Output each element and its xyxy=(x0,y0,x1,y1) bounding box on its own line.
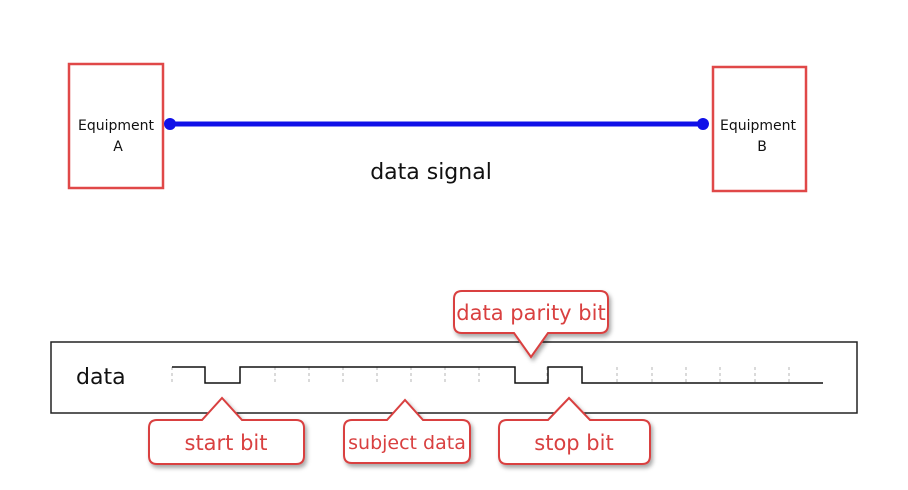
equipment-b-label-line1: Equipment xyxy=(720,118,797,134)
callout-parity-bit-label: data parity bit xyxy=(456,301,605,325)
timing-data-label: data xyxy=(76,365,126,390)
equipment-a-box xyxy=(67,62,165,190)
equipment-b-label-line2: B xyxy=(757,139,767,155)
equipment-b-box xyxy=(711,65,808,193)
bit-separators xyxy=(171,367,790,383)
callout-start-bit xyxy=(148,396,305,465)
equipment-a-label-line1: Equipment xyxy=(78,118,155,134)
callout-parity-bit xyxy=(453,290,609,359)
equipment-b: Equipment B xyxy=(711,65,808,193)
callout-stop-bit xyxy=(498,396,651,465)
signal-endpoint-a xyxy=(164,118,176,130)
signal-endpoint-b xyxy=(697,118,709,130)
serial-waveform xyxy=(172,366,823,384)
callout-subject-data-label: subject data xyxy=(348,432,466,454)
callout-subject-data xyxy=(343,398,471,464)
callout-start-bit-label: start bit xyxy=(185,431,268,455)
timing-frame-box xyxy=(50,341,858,414)
callout-stop-bit-label: stop bit xyxy=(534,431,613,455)
equipment-a: Equipment A xyxy=(67,62,165,190)
signal-label: data signal xyxy=(370,160,492,185)
timing-frame: data xyxy=(50,341,858,414)
equipment-a-label-line2: A xyxy=(113,139,123,155)
